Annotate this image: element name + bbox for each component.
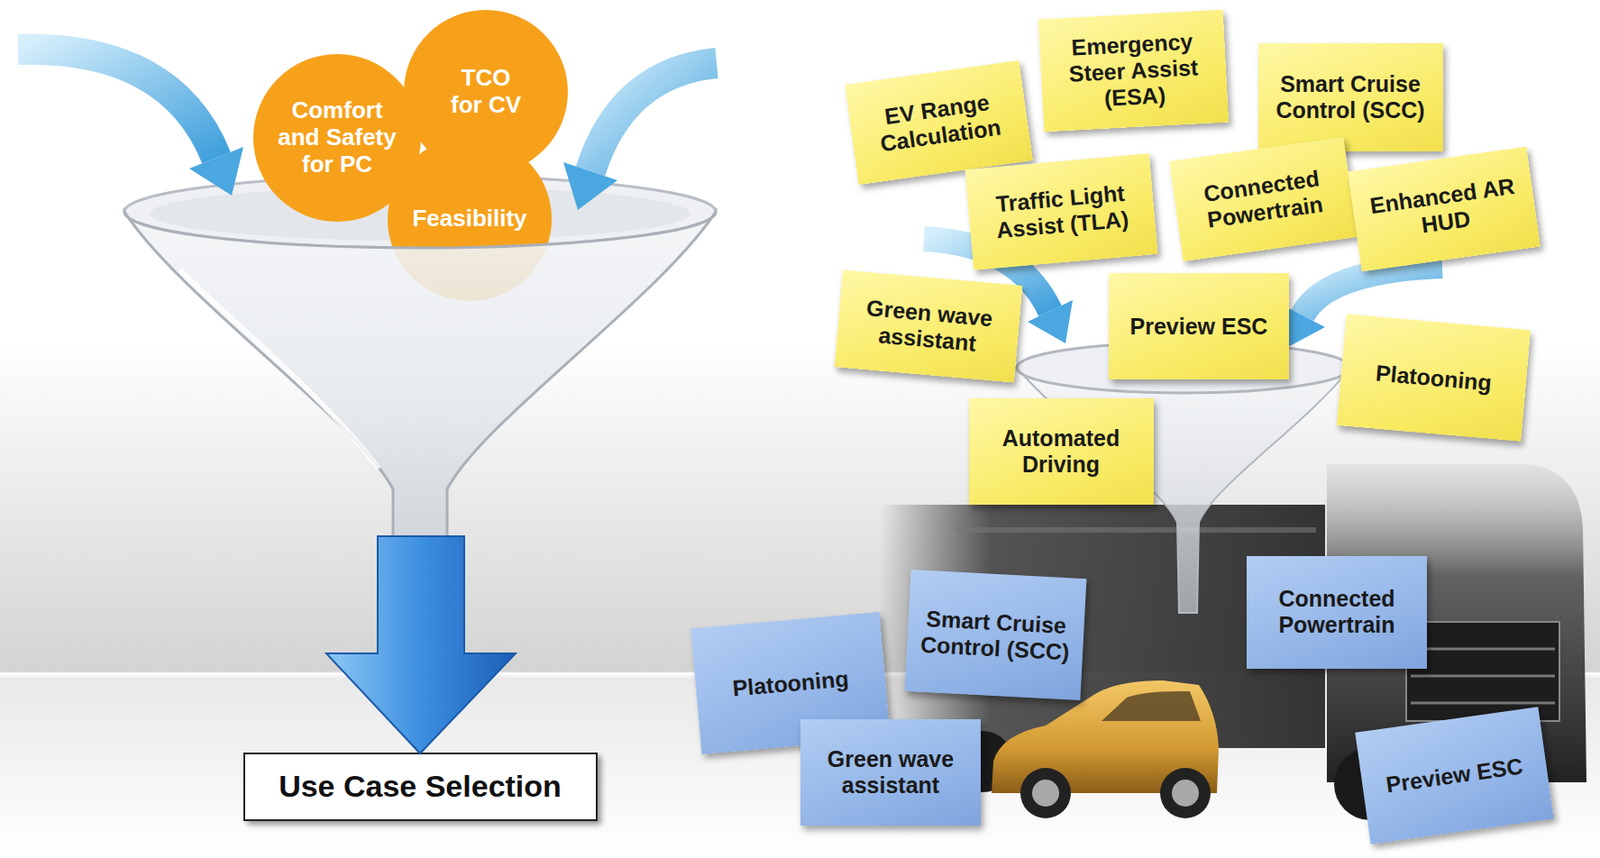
truck-wheel	[1024, 731, 1086, 793]
selected-note: Connected Powertrain	[1246, 556, 1427, 669]
use-case-note: Traffic Light Assist (TLA)	[964, 153, 1158, 270]
truck-illustration	[878, 464, 1587, 821]
input-arrow	[590, 63, 717, 172]
input-arrow	[18, 49, 217, 158]
node-label: Feasibility	[411, 205, 527, 233]
trailer-stripe	[955, 527, 1317, 533]
node-label: Emergency Steer Assist (ESA)	[1049, 27, 1216, 114]
node-label: Enhanced AR HUD	[1362, 172, 1527, 246]
node-label: Traffic Light Assist (TLA)	[977, 178, 1144, 245]
node-label: Smart Cruise Control (SCC)	[1269, 71, 1433, 124]
node-label: Preview ESC	[1371, 750, 1536, 800]
use-case-note: Platooning	[1335, 313, 1530, 441]
node-label: TCO for CV	[445, 64, 527, 119]
node-label: Platooning	[1351, 357, 1517, 398]
node-label: Green wave assistant	[847, 293, 1010, 360]
input-arrow-head	[563, 162, 618, 211]
grille-bar	[1410, 675, 1555, 678]
node-label: Green wave assistant	[811, 746, 970, 799]
node-label: EV Range Calculation	[858, 86, 1018, 160]
use-case-note: Smart Cruise Control (SCC)	[1258, 43, 1444, 152]
car-wheel	[1020, 768, 1071, 819]
grille-bar	[1410, 702, 1555, 705]
use-case-note: Green wave assistant	[834, 269, 1024, 383]
car-rim	[1032, 779, 1060, 807]
selected-note: Smart Cruise Control (SCC)	[904, 568, 1087, 700]
node-label: Connected Powertrain	[1257, 585, 1417, 639]
criteria-circle: Feasibility	[387, 137, 552, 302]
use-case-note: Automated Driving	[969, 398, 1154, 505]
use-case-note: Enhanced AR HUD	[1347, 146, 1541, 273]
use-case-note: Connected Powertrain	[1169, 137, 1358, 262]
node-label: Comfort and Safety for PC	[274, 97, 401, 179]
use-case-note: Emergency Steer Assist (ESA)	[1037, 9, 1228, 132]
grille-bar	[1410, 648, 1555, 651]
node-label: Preview ESC	[1119, 313, 1279, 340]
car-window	[1101, 691, 1201, 722]
selected-note: Green wave assistant	[800, 719, 981, 826]
circle-fill	[387, 137, 552, 302]
input-arrow-head	[189, 146, 244, 196]
selected-note: Preview ESC	[1354, 706, 1554, 844]
car-rim	[1171, 779, 1199, 807]
node-label: Use Case Selection	[254, 768, 587, 805]
down-arrow	[326, 536, 516, 754]
node-label: Smart Cruise Control (SCC)	[916, 604, 1074, 665]
funnel-highlight	[180, 270, 379, 469]
car-illustration	[991, 680, 1219, 819]
input-arrow-head	[1027, 300, 1073, 344]
node-label: Platooning	[705, 663, 876, 704]
car-wheel	[1160, 768, 1211, 819]
result-box: Use Case Selection	[243, 752, 598, 822]
node-label: Automated Driving	[979, 425, 1143, 478]
node-label: Connected Powertrain	[1182, 163, 1343, 237]
input-arrow	[1302, 265, 1443, 316]
use-case-note: Preview ESC	[1108, 273, 1290, 380]
